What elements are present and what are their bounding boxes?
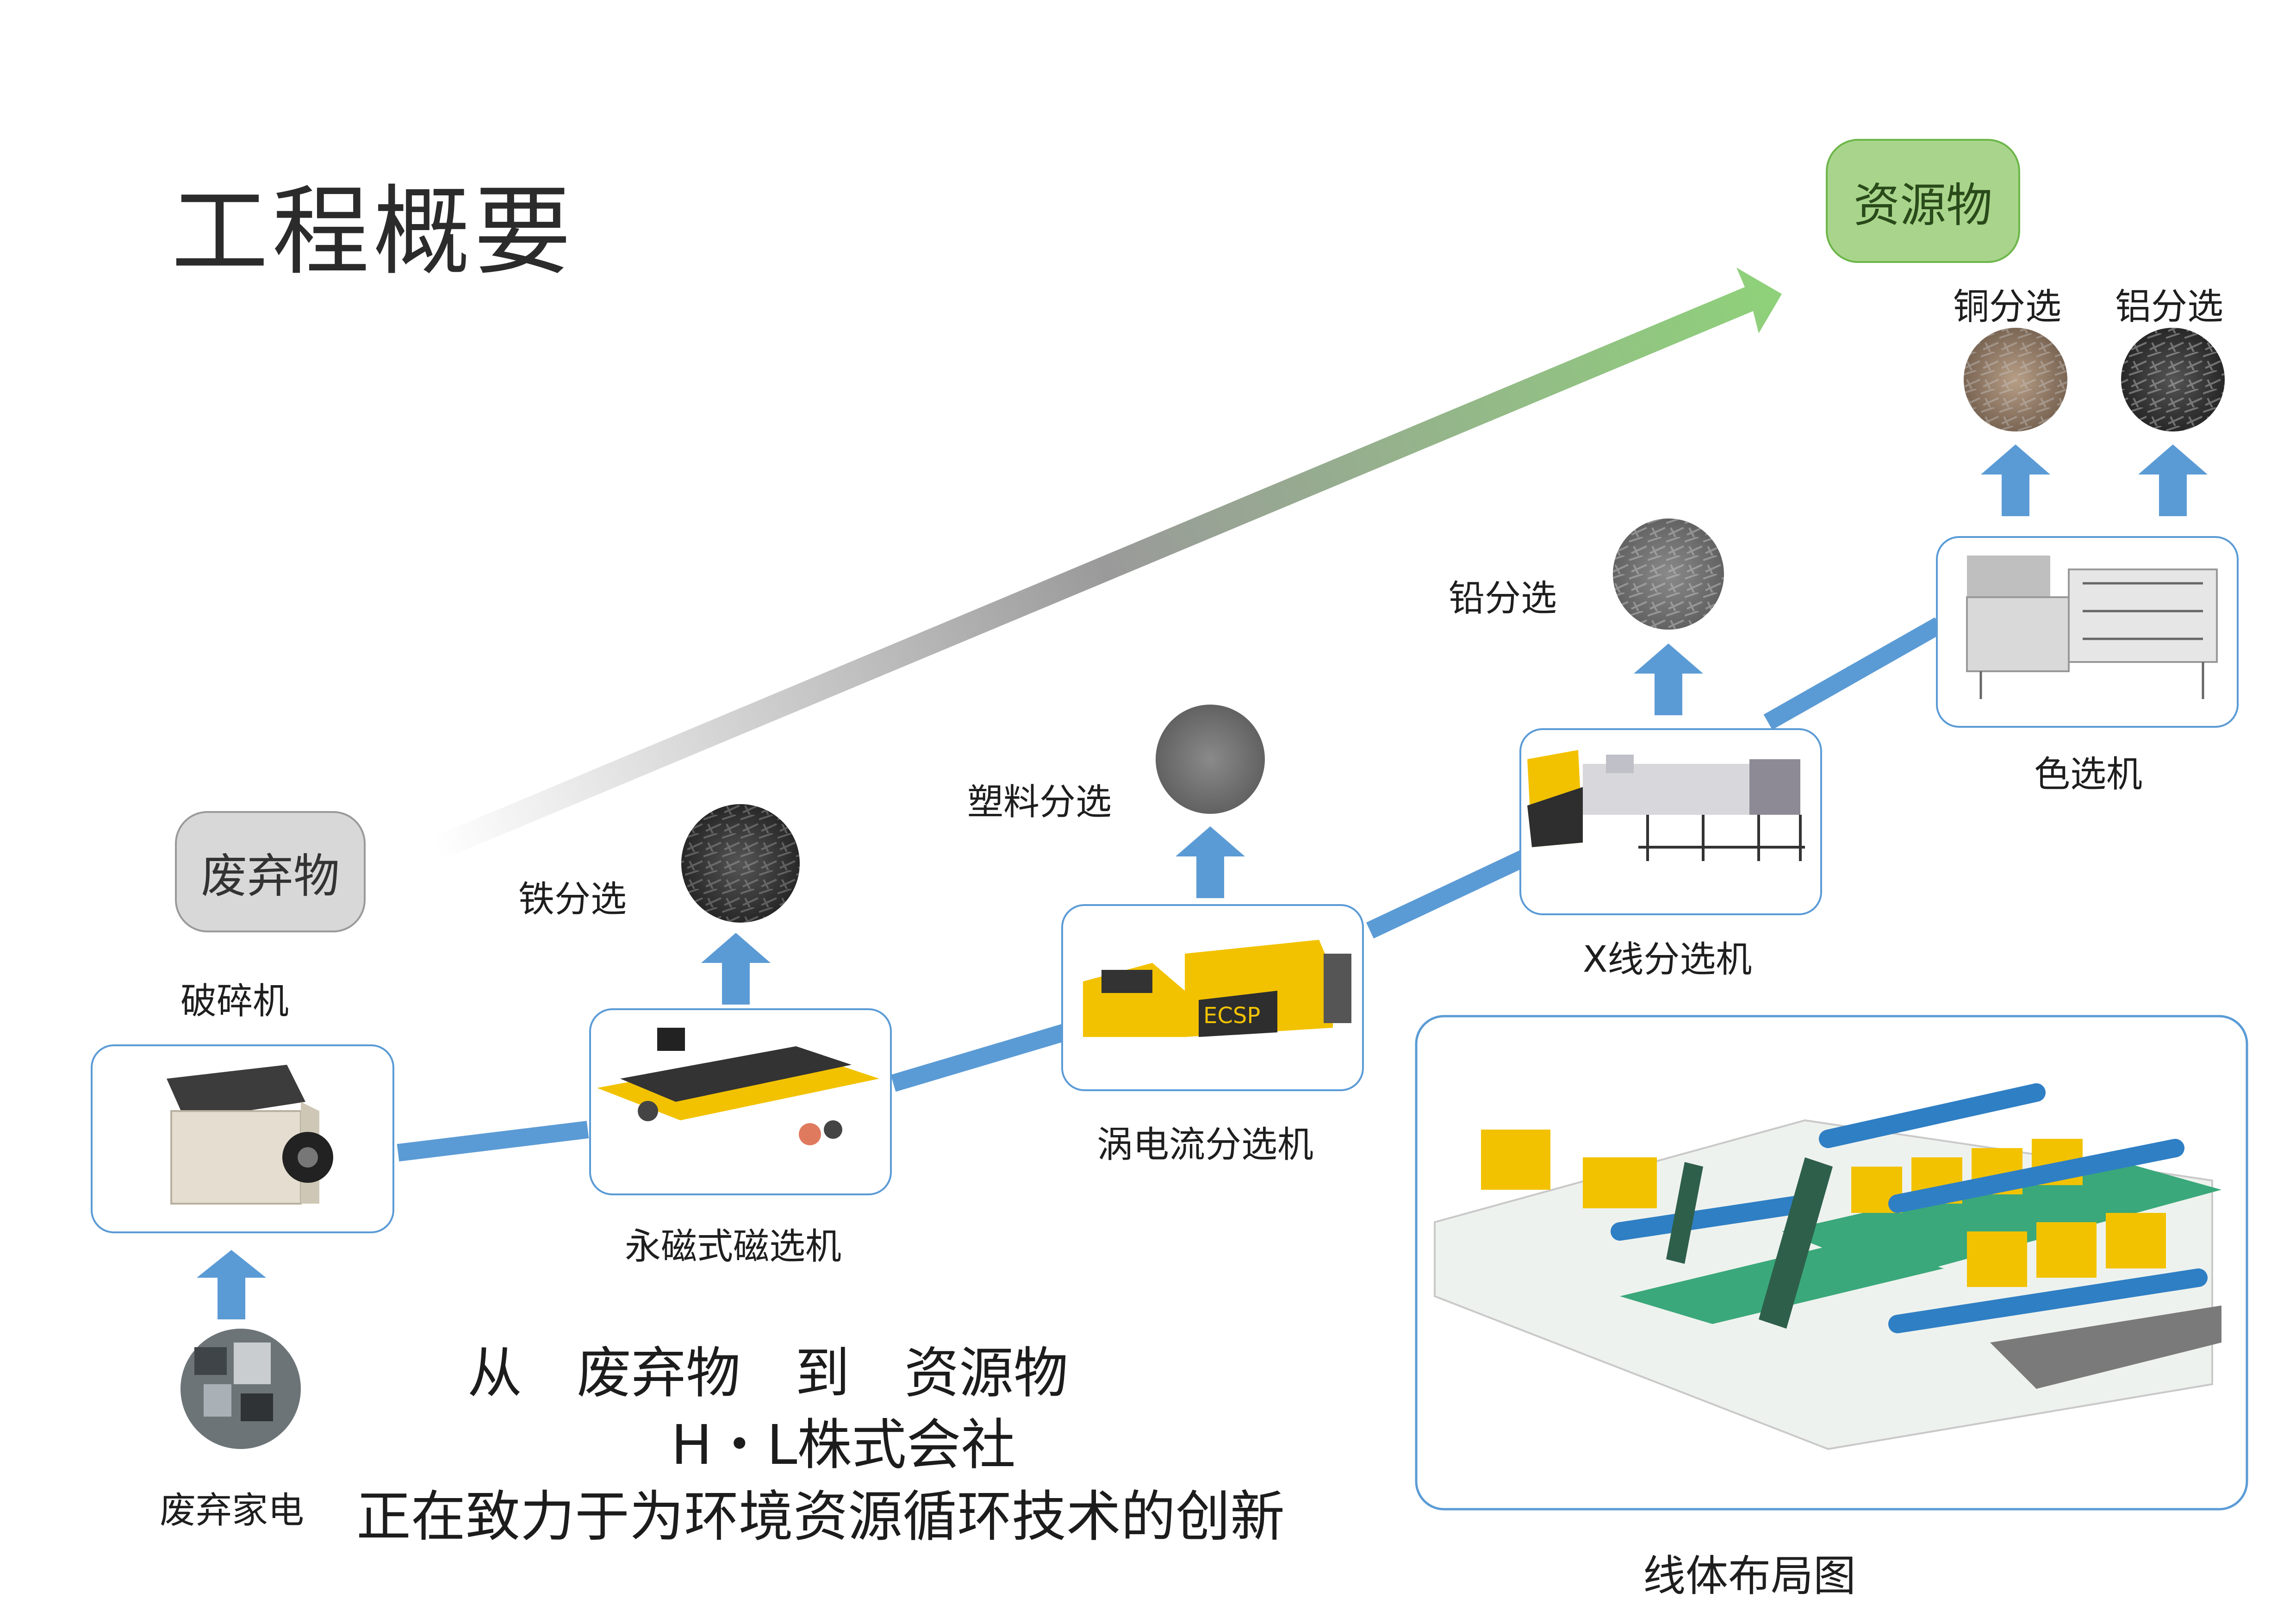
slogan-line-2: H・L株式会社 bbox=[671, 1413, 1016, 1477]
color-sorter-illustration bbox=[1966, 556, 2218, 699]
crusher-label: 破碎机 bbox=[180, 981, 289, 1022]
svg-text:ECSP: ECSP bbox=[1203, 1003, 1260, 1029]
waste-node: 废弃物 bbox=[175, 811, 366, 932]
aluminum-output-label: 铝分选 bbox=[2115, 286, 2224, 328]
slogan-line-3: 正在致力于为环境资源循环技术的创新 bbox=[356, 1485, 1285, 1549]
resource-node: 资源物 bbox=[1826, 139, 2020, 263]
process-connector-line bbox=[397, 617, 1944, 1162]
up-arrow-iron bbox=[701, 933, 771, 1005]
iron-output-label: 铁分选 bbox=[518, 879, 627, 920]
input-appliances-label: 废弃家电 bbox=[160, 1490, 305, 1531]
eddy-current-label: 涡电流分选机 bbox=[1097, 1124, 1314, 1166]
page-title: 工程概要 bbox=[171, 175, 575, 288]
copper-output-label: 铜分选 bbox=[1953, 286, 2062, 328]
up-arrow-input bbox=[197, 1250, 266, 1319]
plastic-scrap-image bbox=[1156, 705, 1265, 814]
up-arrow-copper bbox=[1981, 444, 2050, 516]
slogan-line-1: 从 废弃物 到 资源物 bbox=[467, 1341, 1069, 1405]
color-sorter-label: 色选机 bbox=[2034, 754, 2143, 795]
plant-layout-illustration bbox=[1434, 1083, 2221, 1450]
crusher-illustration bbox=[167, 1065, 333, 1205]
magnet-separator-label: 永磁式磁选机 bbox=[625, 1226, 842, 1268]
up-arrow-plastic bbox=[1176, 826, 1245, 898]
xray-sorter-label: X线分选机 bbox=[1583, 939, 1752, 981]
eddy-illustration: ECSP bbox=[1083, 940, 1351, 1037]
xray-illustration bbox=[1527, 750, 1805, 861]
lead-output-label: 铅分选 bbox=[1449, 578, 1557, 619]
waste-to-resource-arrow bbox=[430, 268, 1782, 861]
plant-layout-label: 线体布局图 bbox=[1643, 1551, 1856, 1601]
up-arrows bbox=[197, 444, 2208, 1319]
plastic-output-label: 塑料分选 bbox=[967, 781, 1112, 823]
magnet-illustration bbox=[597, 1028, 879, 1145]
up-arrow-lead bbox=[1634, 643, 1703, 715]
up-arrow-aluminum bbox=[2138, 444, 2208, 516]
